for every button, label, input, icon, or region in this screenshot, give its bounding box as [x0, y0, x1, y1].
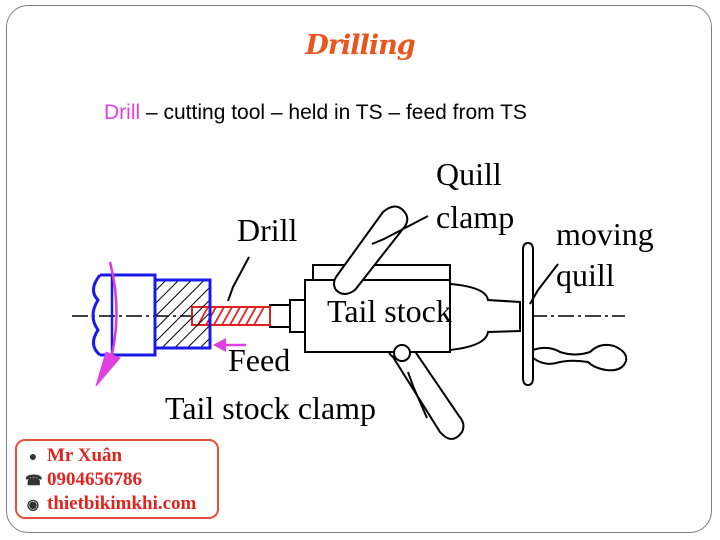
label-feed: Feed [228, 342, 290, 378]
person-icon: ● [28, 450, 38, 465]
phone-icon: ☎ [25, 474, 43, 489]
subtitle-rest: – cutting tool – held in TS – feed from … [140, 101, 527, 124]
subtitle-highlight: Drill [104, 101, 141, 124]
tail-stock-body [269, 264, 521, 353]
leader-lines [227, 215, 559, 419]
label-drill: Drill [237, 212, 298, 248]
contact-phone-row: ☎ 0904656786 [25, 469, 142, 491]
contact-box: ● Mr Xuân ☎ 0904656786 ◉ thietbikimkhi.com [15, 439, 219, 519]
label-clamp: clamp [436, 199, 514, 235]
label-tail-stock: Tail stock [327, 293, 452, 329]
contact-name: Mr Xuân [47, 445, 123, 466]
slide-title: Drilling [305, 30, 415, 61]
chuck-workpiece [91, 261, 212, 387]
slide-subtitle: Drill – cutting tool – held in TS – feed… [104, 101, 527, 125]
contact-website-row[interactable]: ◉ thietbikimkhi.com [25, 493, 196, 515]
contact-website[interactable]: thietbikimkhi.com [47, 493, 197, 514]
label-quill: Quill [436, 156, 502, 192]
globe-icon: ◉ [26, 498, 40, 513]
label-tail-stock-clamp: Tail stock clamp [165, 390, 376, 426]
label-moving: moving [556, 216, 654, 252]
feed-arrow [213, 338, 246, 352]
label-quill-lower: quill [556, 257, 615, 293]
handwheel [522, 241, 628, 387]
contact-name-row: ● Mr Xuân [25, 445, 122, 467]
contact-phone: 0904656786 [47, 469, 142, 490]
